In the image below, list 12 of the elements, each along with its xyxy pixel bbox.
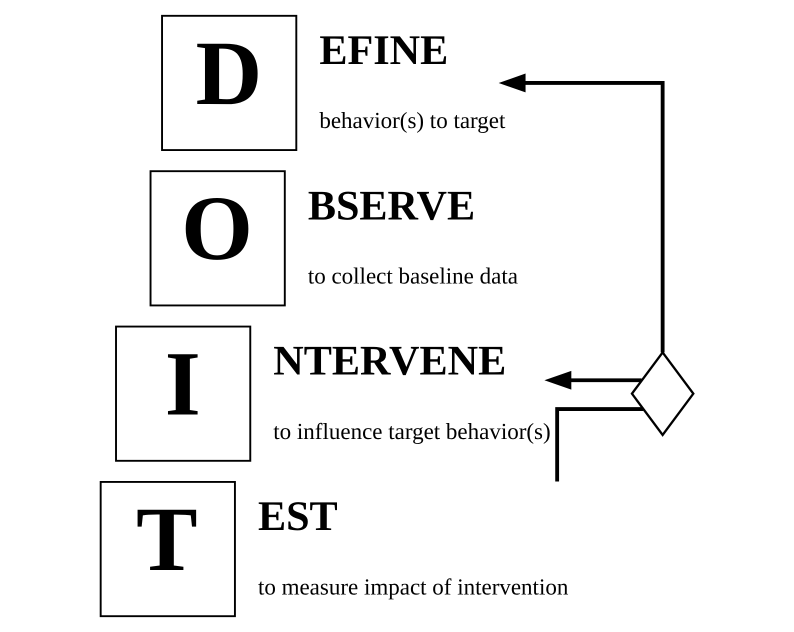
node-label: EST: [258, 493, 338, 540]
node-label: behavior(s) to target: [319, 107, 506, 134]
arrow: [544, 370, 642, 390]
connector: [555, 407, 644, 482]
arrow: [498, 74, 665, 352]
node-label: to collect baseline data: [308, 262, 518, 289]
node-label: BSERVE: [308, 182, 476, 230]
node-label: NTERVENE: [273, 338, 506, 385]
node-label: EFINE: [319, 26, 448, 74]
node-diamond: [630, 350, 695, 437]
node-label: to measure impact of intervention: [258, 573, 568, 600]
node-label: to influence target behavior(s): [273, 418, 551, 444]
